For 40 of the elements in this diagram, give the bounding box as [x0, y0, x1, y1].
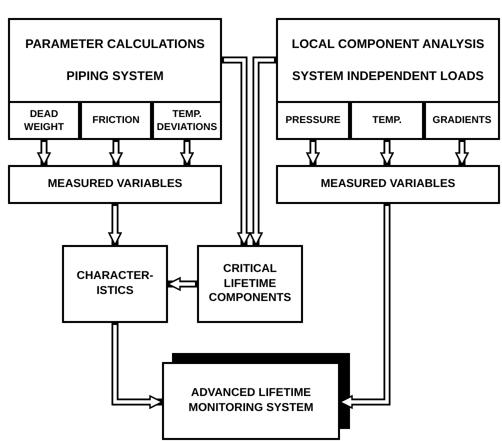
box-heading: PARAMETER CALCULATIONS: [25, 36, 205, 52]
category-cell: [350, 101, 424, 140]
node-label: GRADIENTS: [432, 114, 492, 127]
process-box: [276, 18, 500, 140]
arrow: [339, 204, 390, 409]
category-cell: [276, 101, 350, 140]
arrow: [380, 140, 394, 166]
arrow: [455, 140, 469, 166]
arrow: [249, 56, 276, 246]
node-label: DEAD WEIGHT: [23, 108, 65, 134]
category-cell: [80, 101, 152, 140]
category-cell: [424, 101, 500, 140]
category-cell: [8, 101, 80, 140]
arrow: [306, 140, 320, 166]
box-heading: LOCAL COMPONENT ANALYSIS: [292, 36, 484, 52]
arrow: [37, 140, 51, 166]
arrow: [109, 140, 123, 166]
category-cell: [152, 101, 222, 140]
box-subheading: SYSTEM INDEPENDENT LOADS: [292, 68, 484, 84]
node-label: CRITICAL LIFETIME COMPONENTS: [208, 262, 292, 306]
arrow: [108, 204, 122, 246]
process-box: [162, 362, 340, 440]
process-box: [8, 18, 222, 140]
node-label: CHARACTER- ISTICS: [76, 269, 154, 299]
arrow: [112, 323, 163, 409]
node-label: MEASURED VARIABLES: [320, 177, 456, 192]
arrow: [222, 56, 251, 246]
arrow: [167, 277, 197, 291]
node-label: TEMP. DEVIATIONS: [156, 108, 218, 134]
process-box: [8, 165, 222, 204]
process-box: [276, 165, 500, 204]
arrow: [180, 140, 194, 166]
node-label: MEASURED VARIABLES: [48, 177, 182, 192]
node-label: FRICTION: [92, 114, 140, 127]
box-subheading: PIPING SYSTEM: [66, 68, 164, 84]
process-box: [62, 245, 168, 323]
node-label: TEMP.: [372, 114, 402, 127]
node-label: ADVANCED LIFETIME MONITORING SYSTEM: [187, 386, 315, 416]
process-box: [197, 245, 303, 323]
node-label: PRESSURE: [285, 114, 340, 127]
